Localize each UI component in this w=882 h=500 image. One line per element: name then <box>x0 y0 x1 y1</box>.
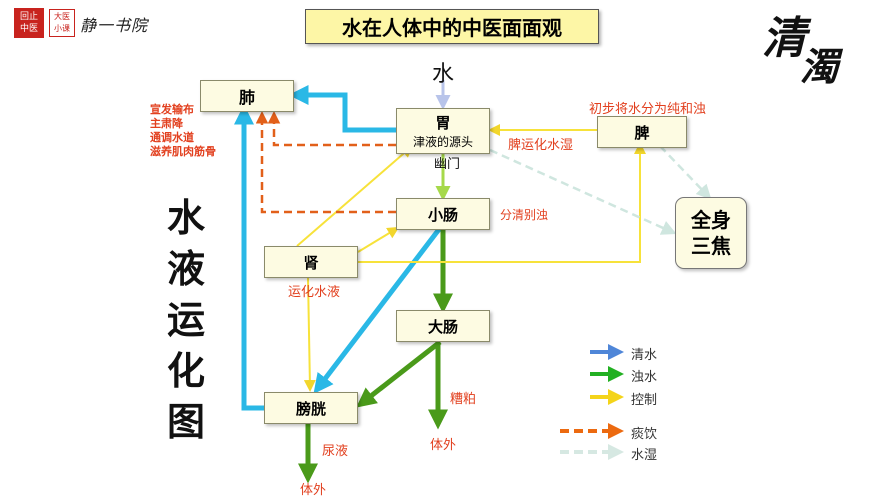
legend-turbid-label: 浊水 <box>631 370 658 385</box>
spleen-transform-label: 脾运化水湿 <box>508 138 574 153</box>
lung-node: 肺 <box>200 80 294 112</box>
small-lung-phlegm <box>255 111 396 214</box>
kidney-stomach-control <box>296 145 414 247</box>
legend-dampness-label: 水湿 <box>631 448 658 463</box>
stomach-sanjiao-damp <box>489 148 677 235</box>
legend-clear-label: 清水 <box>631 348 658 363</box>
page-title: 水在人体中的中医面面观 <box>305 9 599 44</box>
kidney-spleen-control <box>358 142 646 263</box>
stomach-lung-arrow <box>288 85 396 133</box>
logo-brand: 静一书院 <box>80 16 149 35</box>
logo-seal: 回止 中医 <box>14 8 44 38</box>
spleen-sanjiao-damp <box>659 145 712 200</box>
logo-course: 大医 小课 <box>49 9 75 37</box>
side-title: 水 液 运 化 图 <box>166 195 205 444</box>
small-bladder-arrow <box>313 226 442 394</box>
outside-label-2: 体外 <box>300 483 327 498</box>
spleen-node: 脾 <box>597 116 687 148</box>
large-bladder-arrow <box>356 340 442 408</box>
water-in-label: 水 <box>432 62 455 87</box>
logo: 回止 中医 大医 小课 静一书院 <box>14 8 164 38</box>
sanjiao-node: 全身 三焦 <box>675 197 747 269</box>
dregs-label: 糟粕 <box>450 392 477 407</box>
kidney-transform-label: 运化水液 <box>288 285 341 300</box>
corner-calligraphy-top: 清 <box>762 13 806 64</box>
separate-label: 分清别浊 <box>500 208 549 222</box>
lung-notes: 宣发输布 主肃降 通调水道 滋养肌肉筋骨 <box>150 103 216 158</box>
corner-calligraphy-bottom: 濁 <box>800 44 839 89</box>
bladder-node: 膀胱 <box>264 392 358 424</box>
urine-label: 尿液 <box>322 444 349 459</box>
kidney-bladder-control <box>303 277 316 392</box>
kidney-node: 肾 <box>264 246 358 278</box>
kidney-small-control <box>357 226 400 253</box>
spleen-top-label: 初步将水分为纯和浊 <box>589 102 707 117</box>
stomach-lung-phlegm <box>267 111 396 147</box>
legend-control-label: 控制 <box>631 393 658 408</box>
bladder-lung-arrow <box>234 104 264 411</box>
large-intestine-node: 大肠 <box>396 310 490 342</box>
legend-phlegm-label: 痰饮 <box>631 427 658 442</box>
pylorus-label: 幽门 <box>434 157 461 172</box>
small-intestine-node: 小肠 <box>396 198 490 230</box>
stomach-node: 胃 津液的源头 <box>396 108 490 154</box>
outside-label-1: 体外 <box>430 438 457 453</box>
